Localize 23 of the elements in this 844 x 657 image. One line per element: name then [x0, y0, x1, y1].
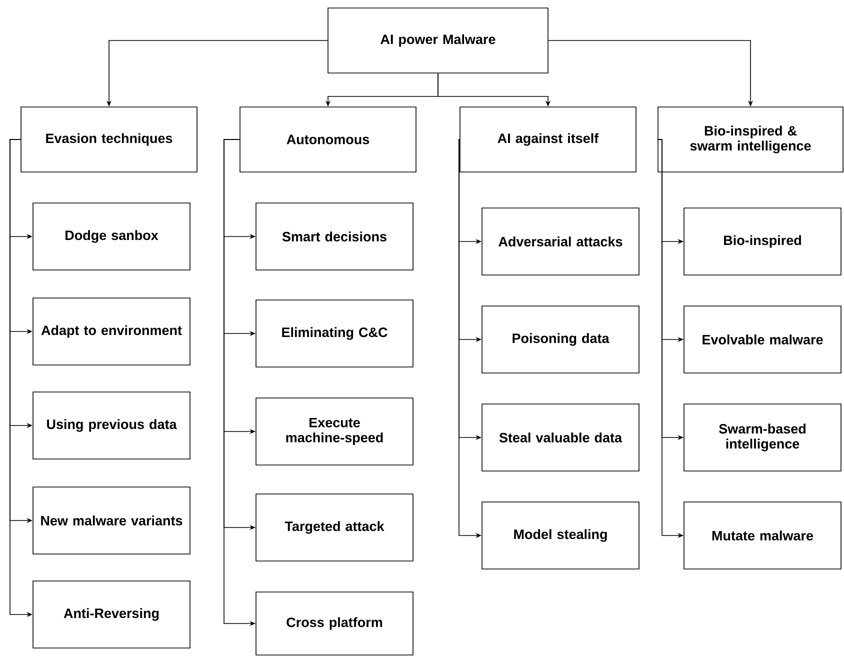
category-box: Bio-inspired & swarm intelligence: [658, 106, 844, 172]
item-box: Evolvable malware: [684, 306, 842, 374]
item-box: Using previous data: [32, 392, 190, 460]
item-box: Mutate malware: [684, 502, 842, 570]
item-box: Anti-Reversing: [32, 580, 190, 648]
item-box: Adversarial attacks: [482, 208, 640, 276]
item-box: Targeted attack: [256, 494, 414, 562]
root-box: AI power Malware: [328, 8, 548, 74]
item-box: Execute machine-speed: [256, 398, 414, 466]
item-box: Adapt to environment: [32, 298, 190, 366]
item-box: Smart decisions: [256, 202, 414, 270]
item-box: Steal valuable data: [482, 404, 640, 472]
category-box: Autonomous: [240, 106, 416, 172]
item-box: New malware variants: [32, 486, 190, 554]
category-box: Evasion techniques: [20, 106, 198, 172]
item-box: Cross platform: [256, 592, 414, 656]
item-box: Model stealing: [482, 502, 640, 570]
item-box: Eliminating C&C: [256, 300, 414, 368]
category-box: AI against itself: [460, 106, 636, 172]
item-box: Poisoning data: [482, 306, 640, 374]
item-box: Bio-inspired: [684, 208, 842, 276]
item-box: Swarm-based intelligence: [684, 404, 842, 472]
item-box: Dodge sanbox: [32, 202, 190, 270]
